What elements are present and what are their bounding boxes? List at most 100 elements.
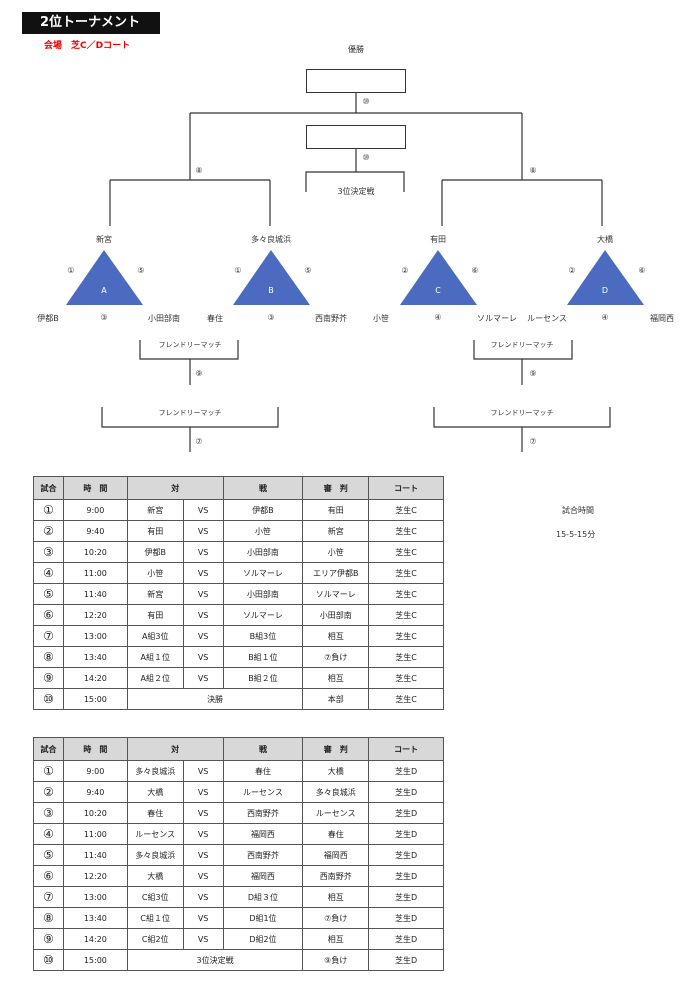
group-c-id: C (435, 286, 441, 295)
referee: ⑨負け (302, 949, 370, 971)
match-time-value: 15-5-15分 (556, 530, 596, 539)
match-number: ① (33, 760, 64, 782)
bracket-lines (66, 91, 644, 452)
match-time: 11:40 (62, 583, 128, 605)
court: 芝生C (368, 583, 444, 605)
group-a-id: A (101, 286, 107, 295)
group-d-bottom-left: ルーセンス (527, 314, 567, 323)
vs-label: VS (182, 667, 224, 689)
home-team: 大橋 (126, 781, 184, 803)
match-number: ⑥ (33, 604, 64, 626)
away-team: D組３位 (222, 886, 304, 908)
group-c-right-num: ⑥ (471, 266, 479, 275)
vs-label: VS (182, 886, 224, 908)
vs-label: VS (182, 823, 224, 845)
match-number: ⑩ (33, 949, 64, 971)
home-team: 小笹 (126, 562, 184, 584)
vs-label: VS (182, 604, 224, 626)
home-team: 春住 (126, 802, 184, 824)
away-team: 伊都B (222, 499, 304, 521)
court: 芝生C (368, 499, 444, 521)
away-team: B組２位 (222, 667, 304, 689)
match-number: ④ (33, 562, 64, 584)
court: 芝生C (368, 688, 444, 710)
header-referee: 審 判 (302, 737, 370, 761)
court: 芝生C (368, 625, 444, 647)
vs-label: VS (182, 844, 224, 866)
friendly-left-big-label: フレンドリーマッチ (158, 409, 222, 417)
referee: 相互 (302, 928, 370, 950)
friendly-right-big-label: フレンドリーマッチ (490, 409, 554, 417)
match-time: 13:40 (62, 907, 128, 929)
match-number: ⑨ (33, 928, 64, 950)
match-time: 15:00 (62, 949, 128, 971)
match-time: 13:40 (62, 646, 128, 668)
group-d-bottom-mid: ④ (601, 313, 609, 322)
match-time: 9:00 (62, 499, 128, 521)
header-time: 時 間 (62, 737, 128, 761)
referee: ルーセンス (302, 802, 370, 824)
away-team: 小田部南 (222, 583, 304, 605)
away-team: 小田部南 (222, 541, 304, 563)
home-team: A組3位 (126, 625, 184, 647)
away-team: ルーセンス (222, 781, 304, 803)
home-team: ルーセンス (126, 823, 184, 845)
home-team: 有田 (126, 604, 184, 626)
away-team: 西南野芥 (222, 844, 304, 866)
court: 芝生D (368, 949, 444, 971)
match-time: 9:40 (62, 520, 128, 542)
court: 芝生D (368, 865, 444, 887)
header-match: 試合 (33, 476, 64, 500)
match-number: ④ (33, 823, 64, 845)
group-a-left-num: ① (67, 266, 75, 275)
home-team: 新宮 (126, 583, 184, 605)
friendly-left-big-num: ⑦ (195, 437, 203, 446)
match-number: ⑥ (33, 865, 64, 887)
group-b-left-num: ① (234, 266, 242, 275)
group-c-triangle (400, 250, 477, 305)
champion-label: 優勝 (348, 45, 364, 54)
third-match-number: ⑩ (362, 153, 370, 162)
court: 芝生C (368, 541, 444, 563)
match-number: ② (33, 520, 64, 542)
home-team: C組3位 (126, 886, 184, 908)
match-number: ③ (33, 541, 64, 563)
header-referee: 審 判 (302, 476, 370, 500)
champion-box (306, 69, 406, 93)
referee: 新宮 (302, 520, 370, 542)
home-team: C組2位 (126, 928, 184, 950)
court: 芝生C (368, 562, 444, 584)
referee: ⑦負け (302, 646, 370, 668)
match-time: 10:20 (62, 541, 128, 563)
group-b-triangle (233, 250, 310, 305)
group-c-bottom-left: 小笹 (373, 314, 389, 323)
vs-label: VS (182, 583, 224, 605)
vs-label: VS (182, 562, 224, 584)
court: 芝生C (368, 520, 444, 542)
match-time: 12:20 (62, 604, 128, 626)
home-team: 多々良城浜 (126, 760, 184, 782)
friendly-right-big-num: ⑦ (529, 437, 537, 446)
group-d-left-num: ② (568, 266, 576, 275)
group-b-right-num: ⑤ (304, 266, 312, 275)
match-time: 14:20 (62, 667, 128, 689)
match-number: ⑤ (33, 844, 64, 866)
match-time: 9:00 (62, 760, 128, 782)
referee: 福岡西 (302, 844, 370, 866)
vs-label: VS (182, 760, 224, 782)
match-number: ⑦ (33, 886, 64, 908)
venue-label: 会場 芝C／Dコート (44, 41, 131, 51)
match-number: ① (33, 499, 64, 521)
vs-label: VS (182, 541, 224, 563)
